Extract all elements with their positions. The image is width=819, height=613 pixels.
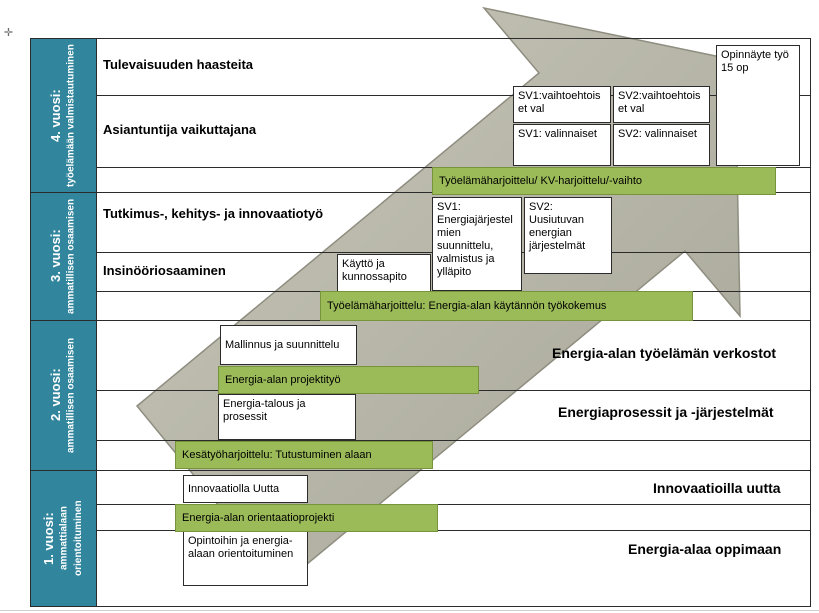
title-energy-processes: Energiaprosessit ja -järjestelmät [558,404,774,420]
title-learning-energy: Energia-alaa oppimaan [628,541,782,557]
title-innovation: Innovaatioilla uutta [653,480,781,496]
window-edge [0,610,819,611]
course-box-operation-maintenance: Käyttö ja kunnossapito [337,254,431,292]
year-band-4: 4. vuosi: työelämään valmistautuminen [31,39,96,192]
course-box-innovation-new: Innovaatiolla Uutta [183,475,308,503]
course-box-sv2-optional: SV2:vaihtoehtoiset val [613,86,710,123]
course-box-sv2-renewable: SV2: Uusiutuvan energian järjestelmät [524,197,612,274]
course-box-thesis: Opinnäyte työ 15 op [716,45,800,166]
year-band-3: 3. vuosi: ammatillisen osaamisen [31,192,96,320]
course-box-sv1-energy-systems: SV1: Energiajärjestelmien suunnittelu, v… [432,197,522,291]
practice-bar-orientation-project: Energia-alan orientaatioprojekti [175,504,438,532]
practice-bar-summer-internship: Kesätyöharjoittelu: Tutustuminen alaan [175,441,433,469]
practice-bar-work-experience: Työelämäharjoittelu: Energia-alan käytän… [320,291,693,321]
year-band-2: 2. vuosi: ammatillisen osaamisen [31,320,96,470]
year-divider-line [30,470,811,471]
object-anchor-icon[interactable]: ✛ [3,27,14,39]
course-box-sv1-optional: SV1:vaihtoehtoiset val [513,86,611,123]
title-rdi-work: Tutkimus-, kehitys- ja innovaatiotyö [103,206,324,221]
year-band-1: 1. vuosi: ammattialaan orientoituminen [31,470,96,607]
title-future-challenges: Tulevaisuuden haasteita [103,57,254,72]
title-expert-influencer: Asiantuntija vaikuttajana [103,122,257,137]
practice-bar-kv-exchange: Työelämäharjoittelu/ KV-harjoittelu/-vai… [432,167,776,195]
course-box-sv2-elective: SV2: valinnaiset [613,124,710,166]
course-box-orientation-studies: Opintoihin ja energia-alaan orientoitumi… [183,531,308,586]
title-worklife-networks: Energia-alan työelämän verkostot [552,345,777,361]
course-box-modeling-design: Mallinnus ja suunnittelu [220,325,357,365]
practice-bar-project-work: Energia-alan projektityö [218,366,479,394]
course-box-sv1-elective: SV1: valinnaiset [513,124,611,166]
title-engineering-skills: Insinööriosaaminen [103,263,226,278]
course-box-energy-economy: Energia-talous ja prosessit [218,394,356,440]
column-divider-line [96,38,97,607]
